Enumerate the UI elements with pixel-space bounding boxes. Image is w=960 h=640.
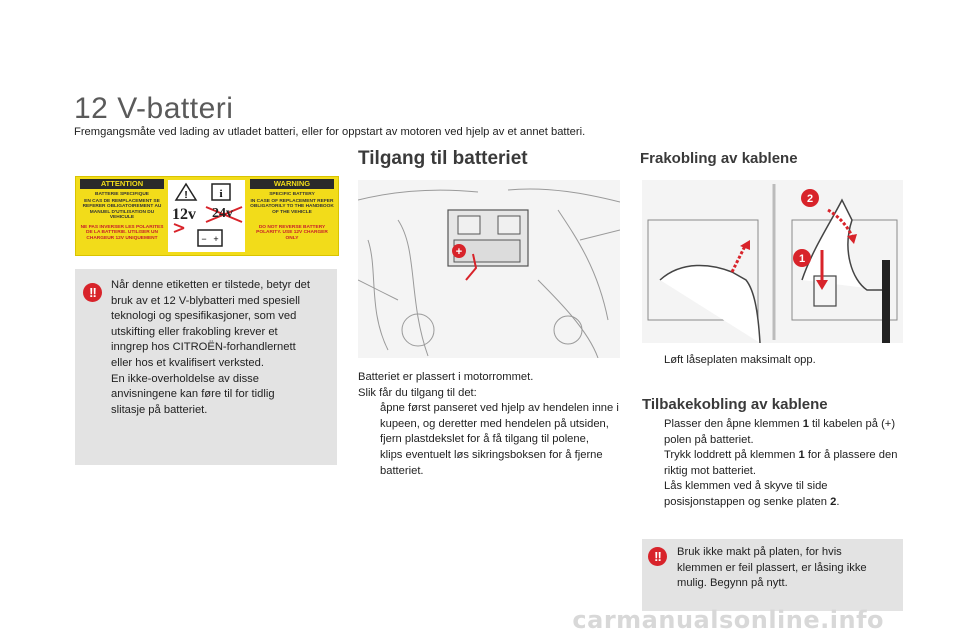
warning-line: En ikke-overholdelse av disse <box>111 372 259 385</box>
warning-line: mulig. Begynn på nytt. <box>677 577 788 590</box>
reconnect-step: Trykk loddrett på klemmen 1 for å plasse… <box>664 449 898 477</box>
disconnect-step: Løft låseplaten maksimalt opp. <box>664 354 816 366</box>
page-title: 12 V-batteri <box>74 92 234 125</box>
warning-icon: !! <box>648 547 667 566</box>
warning-box-clamp: !! Bruk ikke makt på platen, for hvis kl… <box>642 539 903 611</box>
label-fr-polarity: NE PAS INVERSER LES POLARITES DE LA BATT… <box>80 225 164 241</box>
label-fr-title: BATTERIE SPECIFIQUE <box>94 192 149 197</box>
access-intro-1: Batteriet er plassert i motorrommet. <box>358 371 534 383</box>
svg-text:−: − <box>201 234 206 244</box>
engine-bay-drawing: + <box>357 188 621 359</box>
warning-icon: !! <box>83 283 102 302</box>
label-pictograms: ! i − + <box>173 182 243 247</box>
warning-line: Bruk ikke makt på platen, for hvis <box>677 546 842 558</box>
clamp-illustration: 1 2 <box>642 180 903 344</box>
heading-reconnect-cables: Tilbakekobling av kablene <box>642 396 828 413</box>
warning-line: teknologi og spesifikasjoner, som ved <box>111 310 297 323</box>
reconnect-text: Plasser den åpne klemmen 1 til kabelen p… <box>642 417 903 511</box>
access-step: fjern plastdekslet for å få tilgang til … <box>380 433 589 446</box>
heading-disconnect-cables: Frakobling av kablene <box>640 150 798 167</box>
warning-line: utskifting eller frakobling krever et <box>111 325 278 338</box>
reconnect-step: Plasser den åpne klemmen 1 til kabelen p… <box>664 418 896 446</box>
warning-text: Når denne etiketten er tilstede, betyr d… <box>111 278 331 418</box>
heading-battery-access: Tilgang til batteriet <box>358 148 528 169</box>
label-en-text: IN CASE OF REPLACEMENT REFER OBLIGATORIL… <box>250 199 334 215</box>
warning-line: klemmen er feil plassert, er låsing ikke <box>677 561 867 574</box>
svg-text:i: i <box>219 188 222 200</box>
svg-text:!: ! <box>184 190 187 201</box>
label-attention: ATTENTION <box>80 179 164 189</box>
warning-line: eller hos et kvalifisert verksted. <box>111 356 264 369</box>
label-fr-text: EN CAS DE REMPLACEMENT SE REFERER OBLIGA… <box>82 199 162 221</box>
engine-bay-illustration: + <box>357 180 621 359</box>
warning-line: anvisningene kan føre til for tidlig <box>111 388 275 401</box>
callout-1: 1 <box>799 253 805 265</box>
label-center-panel: ! i − + 12v 24v <box>168 180 245 252</box>
battery-warning-label: ATTENTION WARNING BATTERIE SPECIFIQUE EN… <box>75 176 339 256</box>
svg-text:+: + <box>213 234 218 244</box>
reconnect-step: Lås klemmen ved å skyve til side posisjo… <box>664 480 840 508</box>
warning-box-label: !! Når denne etiketten er tilstede, bety… <box>75 269 337 465</box>
page-subtitle: Fremgangsmåte ved lading av utladet batt… <box>74 126 586 138</box>
warning-line: inngrep hos CITROËN-forhandlernett <box>111 341 296 354</box>
label-12v: 12v <box>172 206 196 223</box>
label-warning: WARNING <box>250 179 334 189</box>
label-en-polarity: DO NOT REVERSE BATTERY POLARITY. USE 12V… <box>256 225 328 241</box>
access-intro-2: Slik får du tilgang til det: <box>358 386 477 399</box>
warning-text: Bruk ikke makt på platen, for hvis klemm… <box>677 545 899 592</box>
svg-text:+: + <box>456 246 462 258</box>
warning-line: slitasje på batteriet. <box>111 403 208 416</box>
warning-line: bruk av et 12 V-blybatteri med spesiell <box>111 294 301 307</box>
clamp-drawing: 1 2 <box>647 184 898 344</box>
disconnect-text: Løft låseplaten maksimalt opp. <box>642 353 903 369</box>
warning-line: Når denne etiketten er tilstede, betyr d… <box>111 279 311 291</box>
callout-2: 2 <box>807 193 813 205</box>
access-step: åpne først panseret ved hjelp av hendele… <box>380 402 619 430</box>
watermark: carmanualsonline.info <box>572 606 884 634</box>
access-text: Batteriet er plassert i motorrommet. Sli… <box>358 370 620 479</box>
access-step: klips eventuelt løs sikringsboksen for å… <box>380 448 603 477</box>
label-en-title: SPECIFIC BATTERY <box>269 192 315 197</box>
label-24v: 24v <box>212 206 233 221</box>
